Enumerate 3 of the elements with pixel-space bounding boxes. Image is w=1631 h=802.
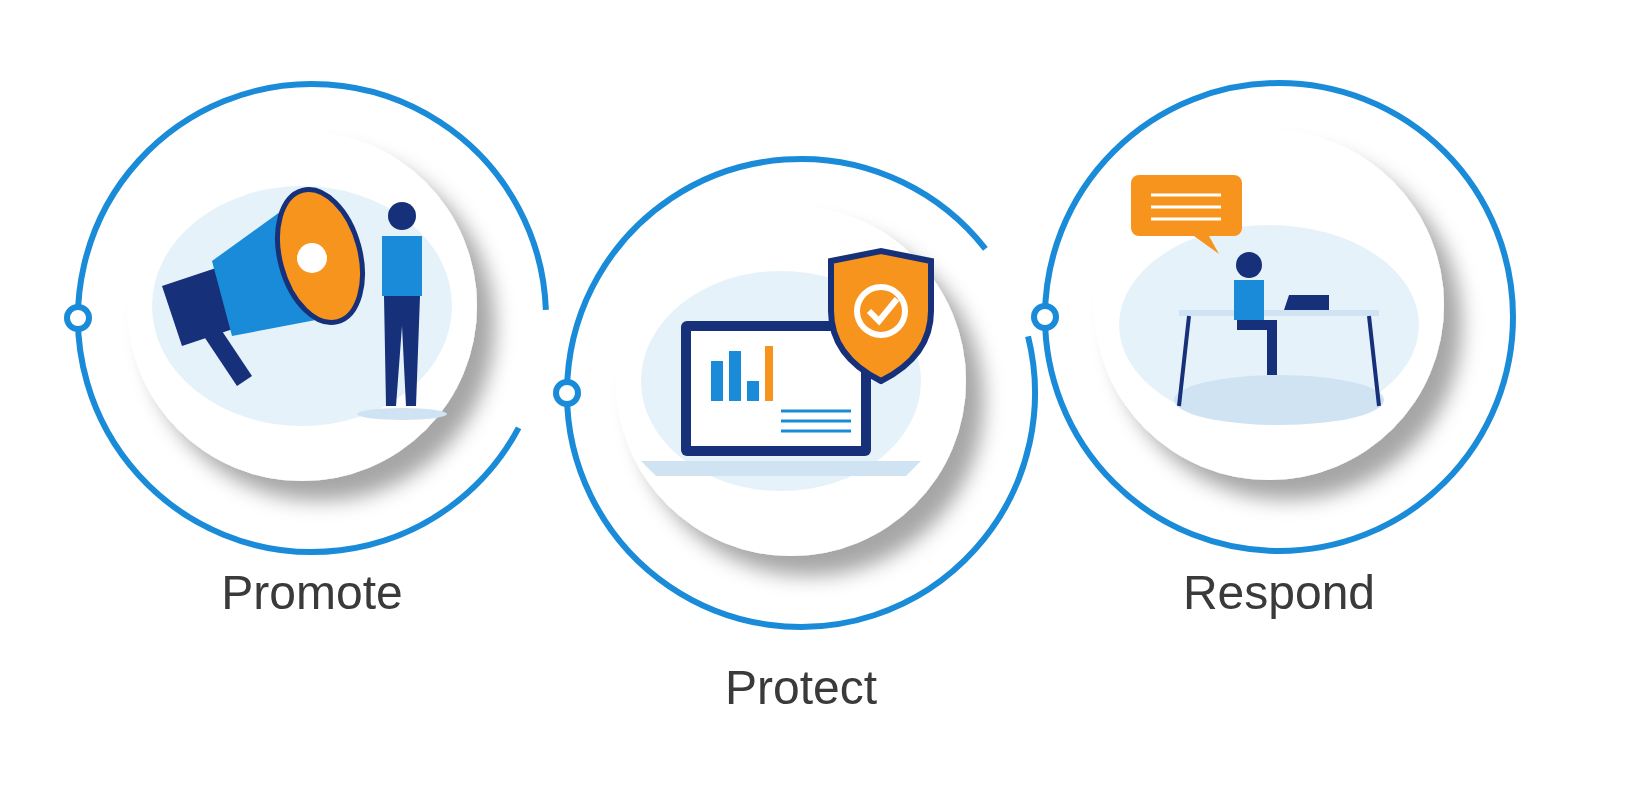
- step-label: Protect: [724, 660, 878, 715]
- step-label: Promote: [221, 565, 403, 620]
- step-label: Respond: [1182, 565, 1376, 620]
